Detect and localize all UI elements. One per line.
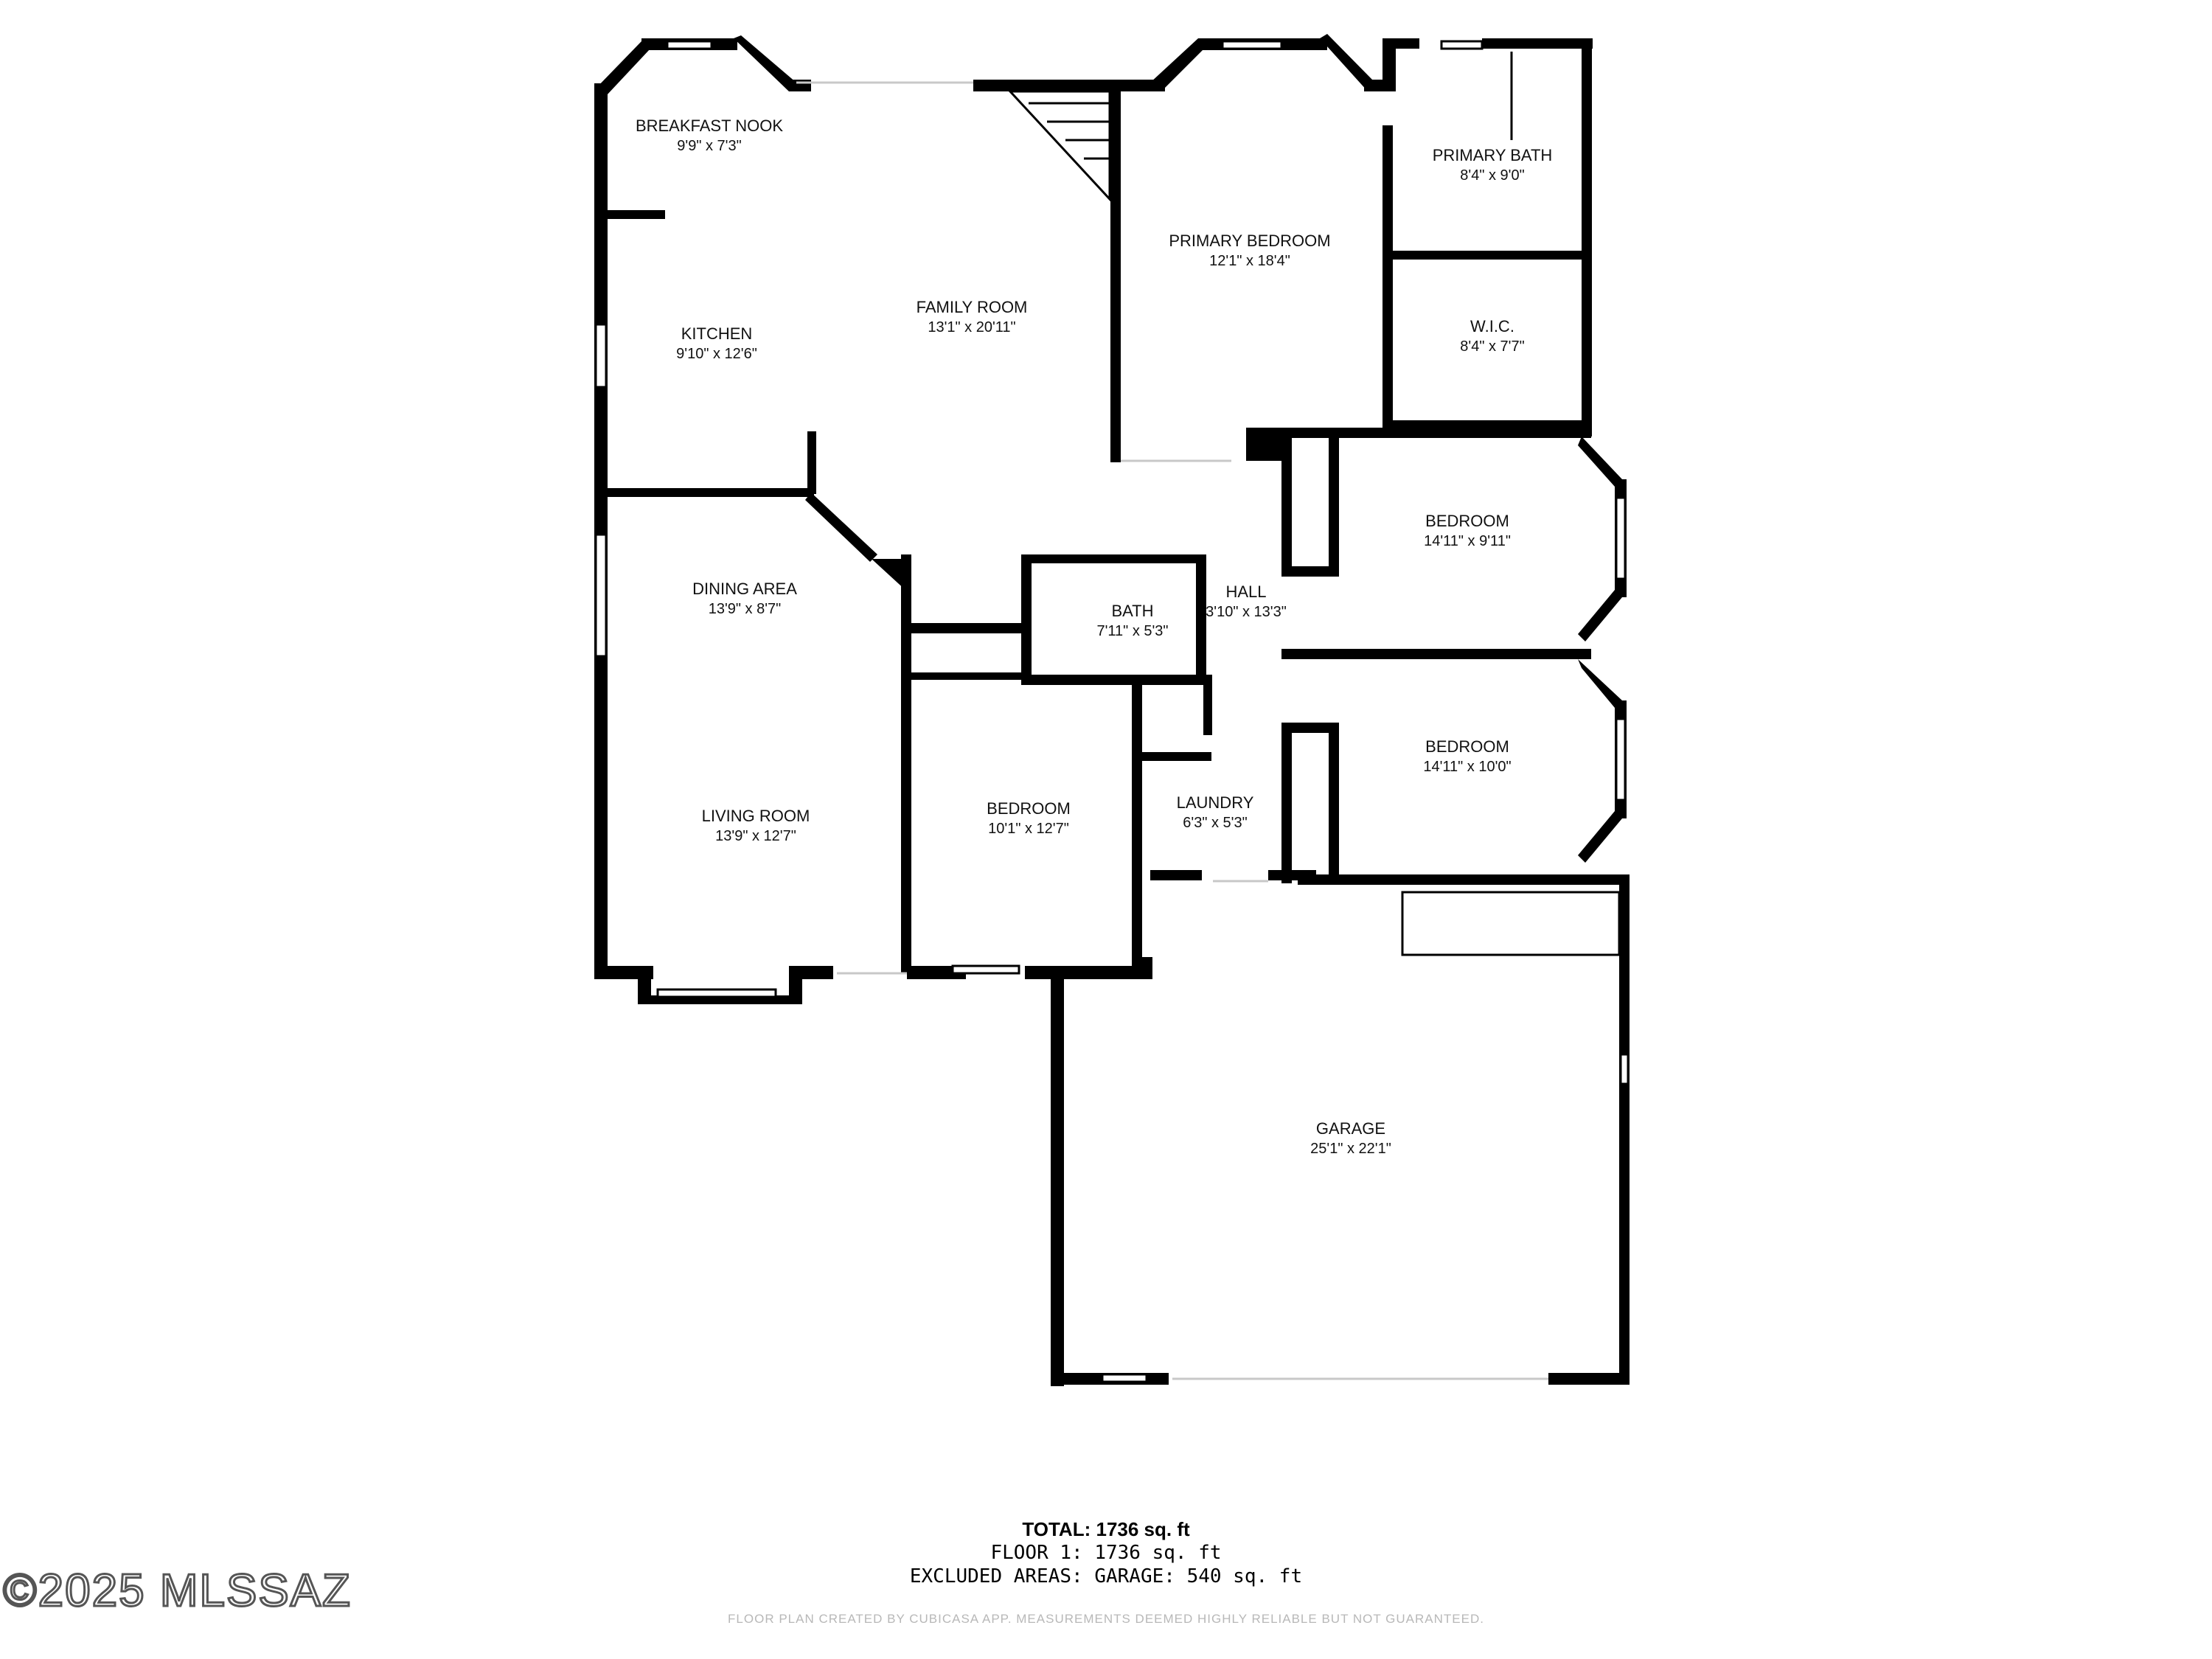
room-dims: 13'9" x 12'7" <box>715 828 796 844</box>
room-dims: 10'1" x 12'7" <box>988 821 1069 837</box>
room-dims: 8'4" x 9'0" <box>1460 167 1524 184</box>
room-dims: 9'9" x 7'3" <box>677 138 741 154</box>
floor-area: FLOOR 1: 1736 sq. ft <box>737 1541 1475 1565</box>
room-name: DINING AREA <box>692 580 797 598</box>
windows <box>594 40 1630 1383</box>
room-labels: BREAKFAST NOOK 9'9" x 7'3" KITCHEN 9'10"… <box>636 116 1552 1157</box>
stair-and-fixtures <box>1007 52 1621 956</box>
floor-label: FLOOR 1: <box>990 1542 1083 1564</box>
room-name: BATH <box>1111 602 1153 620</box>
total-value: 1736 sq. ft <box>1096 1518 1190 1540</box>
walls <box>594 34 1630 1386</box>
room-dims: 7'11" x 5'3" <box>1096 623 1168 639</box>
room-name: W.I.C. <box>1470 317 1514 335</box>
room-dims: 14'11" x 9'11" <box>1424 533 1511 549</box>
disclaimer: FLOOR PLAN CREATED BY CUBICASA APP. MEAS… <box>728 1612 1484 1626</box>
excluded-value: GARAGE: 540 sq. ft <box>1094 1565 1303 1587</box>
room-dims: 9'10" x 12'6" <box>676 346 757 362</box>
room-dims: 14'11" x 10'0" <box>1423 759 1511 775</box>
room-name: KITCHEN <box>681 324 753 343</box>
room-dims: 3'10" x 13'3" <box>1206 604 1287 620</box>
room-dims: 25'1" x 22'1" <box>1310 1141 1391 1157</box>
room-name: BEDROOM <box>1425 737 1509 756</box>
room-name: BEDROOM <box>987 799 1071 818</box>
total-area: TOTAL: 1736 sq. ft <box>737 1517 1475 1541</box>
room-name: BEDROOM <box>1425 512 1509 530</box>
room-dims: 12'1" x 18'4" <box>1209 253 1290 269</box>
total-label: TOTAL: <box>1022 1518 1091 1540</box>
room-name: BREAKFAST NOOK <box>636 116 783 135</box>
room-name: HALL <box>1225 582 1266 601</box>
room-dims: 13'9" x 8'7" <box>709 601 782 617</box>
floor-value: 1736 sq. ft <box>1094 1542 1222 1564</box>
room-name: LIVING ROOM <box>702 807 810 825</box>
room-name: LAUNDRY <box>1177 793 1254 812</box>
room-dims: 8'4" x 7'7" <box>1460 338 1524 355</box>
area-totals: TOTAL: 1736 sq. ft FLOOR 1: 1736 sq. ft … <box>737 1517 1475 1588</box>
room-name: PRIMARY BEDROOM <box>1169 232 1330 250</box>
room-dims: 6'3" x 5'3" <box>1183 815 1247 831</box>
room-name: GARAGE <box>1316 1119 1385 1138</box>
room-dims: 13'1" x 20'11" <box>928 319 1015 335</box>
excluded-label: EXCLUDED AREAS: <box>909 1565 1083 1587</box>
room-name: PRIMARY BATH <box>1433 146 1553 164</box>
excluded-area: EXCLUDED AREAS: GARAGE: 540 sq. ft <box>737 1565 1475 1588</box>
room-name: FAMILY ROOM <box>917 298 1028 316</box>
copyright-watermark: ©2025 MLSSAZ <box>2 1565 352 1618</box>
